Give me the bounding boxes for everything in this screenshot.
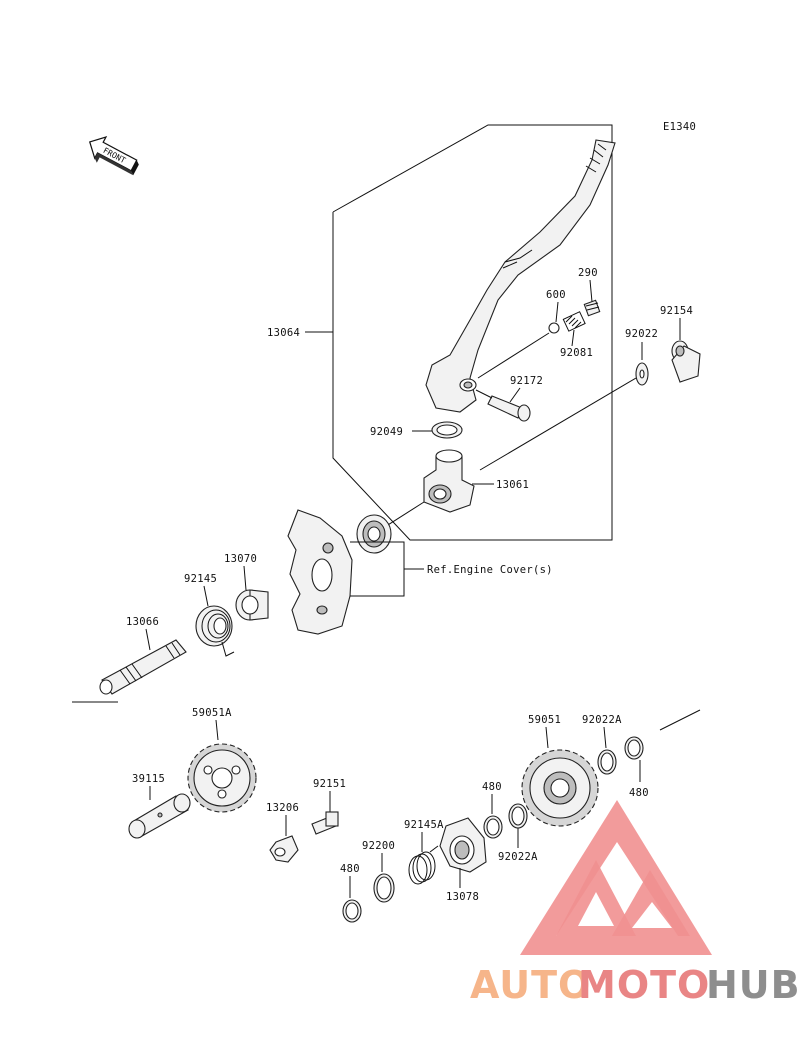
callout-92200: 92200 xyxy=(362,840,395,852)
gear-59051A xyxy=(187,743,257,813)
callout-59051: 59051 xyxy=(528,714,561,726)
collar-13070 xyxy=(235,589,269,621)
callout-480-right: 480 xyxy=(629,787,649,799)
callout-92145A: 92145A xyxy=(404,819,444,831)
ref-note: Ref.Engine Cover(s) xyxy=(427,564,553,576)
washer-92200 xyxy=(373,873,395,903)
callout-13061: 13061 xyxy=(496,479,529,491)
washer-92022A-top xyxy=(597,749,617,775)
watermark-part-1: AUTO xyxy=(470,963,591,1007)
washer-92022 xyxy=(635,362,649,386)
torsion-spring-92145 xyxy=(195,605,235,657)
callout-92154: 92154 xyxy=(660,305,693,317)
kick-pedal-lever xyxy=(425,139,616,413)
watermark-part-3: HUB xyxy=(706,963,800,1007)
front-arrow-icon: FRONT xyxy=(88,136,139,176)
assembly-outline xyxy=(332,124,613,541)
callout-600: 600 xyxy=(546,289,566,301)
spring-92081 xyxy=(562,311,586,332)
diagram-code: E1340 xyxy=(663,121,696,133)
bolt-92151 xyxy=(311,811,339,835)
callout-59051A: 59051A xyxy=(192,707,232,719)
washer-92022A-mid xyxy=(508,803,528,829)
ball-600 xyxy=(548,322,560,334)
engine-cover-fragment xyxy=(287,509,353,635)
callout-39115: 39115 xyxy=(132,773,165,785)
callout-13078: 13078 xyxy=(446,891,479,903)
shaft-39115 xyxy=(128,793,191,839)
callout-92145: 92145 xyxy=(184,573,217,585)
watermark-part-2: MOTO xyxy=(578,963,710,1007)
callout-480-left: 480 xyxy=(340,863,360,875)
callout-92049: 92049 xyxy=(370,426,403,438)
callout-13206: 13206 xyxy=(266,802,299,814)
kick-shaft-13066 xyxy=(99,639,187,695)
spring-92145A xyxy=(408,845,439,885)
spring-plug-290 xyxy=(583,299,601,317)
bearing xyxy=(356,514,392,554)
callout-92172: 92172 xyxy=(510,375,543,387)
callout-92151: 92151 xyxy=(313,778,346,790)
bolt-92154 xyxy=(671,340,701,383)
guide-13206 xyxy=(269,835,299,863)
circlip-480-mid xyxy=(483,815,503,839)
watermark-logo xyxy=(520,800,712,955)
callout-92022A-top: 92022A xyxy=(582,714,622,726)
callout-92022A-mid: 92022A xyxy=(498,851,538,863)
callout-13064: 13064 xyxy=(267,327,300,339)
oil-seal-92049 xyxy=(431,421,463,439)
callout-13066: 13066 xyxy=(126,616,159,628)
bolt-92172 xyxy=(475,389,531,422)
callout-13070: 13070 xyxy=(224,553,257,565)
callout-480-mid: 480 xyxy=(482,781,502,793)
callout-92022-top: 92022 xyxy=(625,328,658,340)
gear-59051 xyxy=(521,749,599,827)
callout-92081: 92081 xyxy=(560,347,593,359)
circlip-480-right xyxy=(624,736,644,760)
callout-290: 290 xyxy=(578,267,598,279)
circlip-480-left xyxy=(342,899,362,923)
watermark-text: AUTO MOTO HUB xyxy=(470,963,800,1007)
kick-boss-13061 xyxy=(423,449,475,513)
ratchet-13078 xyxy=(439,817,487,873)
